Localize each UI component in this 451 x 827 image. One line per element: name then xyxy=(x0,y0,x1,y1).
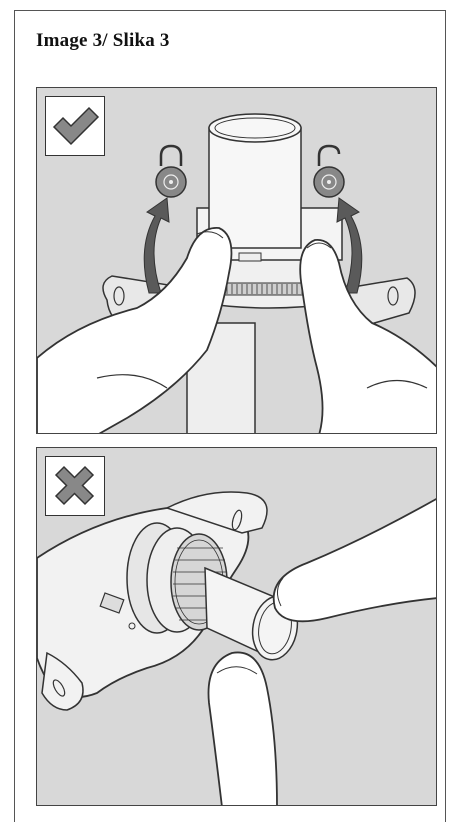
checkmark-icon xyxy=(46,97,103,154)
correct-method-panel xyxy=(36,87,437,434)
lock-closed-icon xyxy=(156,146,186,197)
incorrect-badge xyxy=(45,456,105,516)
incorrect-method-panel xyxy=(36,447,437,806)
right-finger xyxy=(274,498,437,621)
page-title: Image 3/ Slika 3 xyxy=(36,30,170,52)
rotate-arrow-left-icon xyxy=(144,198,169,293)
lock-open-icon xyxy=(314,146,344,197)
right-hand xyxy=(300,240,437,434)
correct-badge xyxy=(45,96,105,156)
cross-icon xyxy=(46,457,103,514)
bottom-thumb xyxy=(208,652,277,806)
